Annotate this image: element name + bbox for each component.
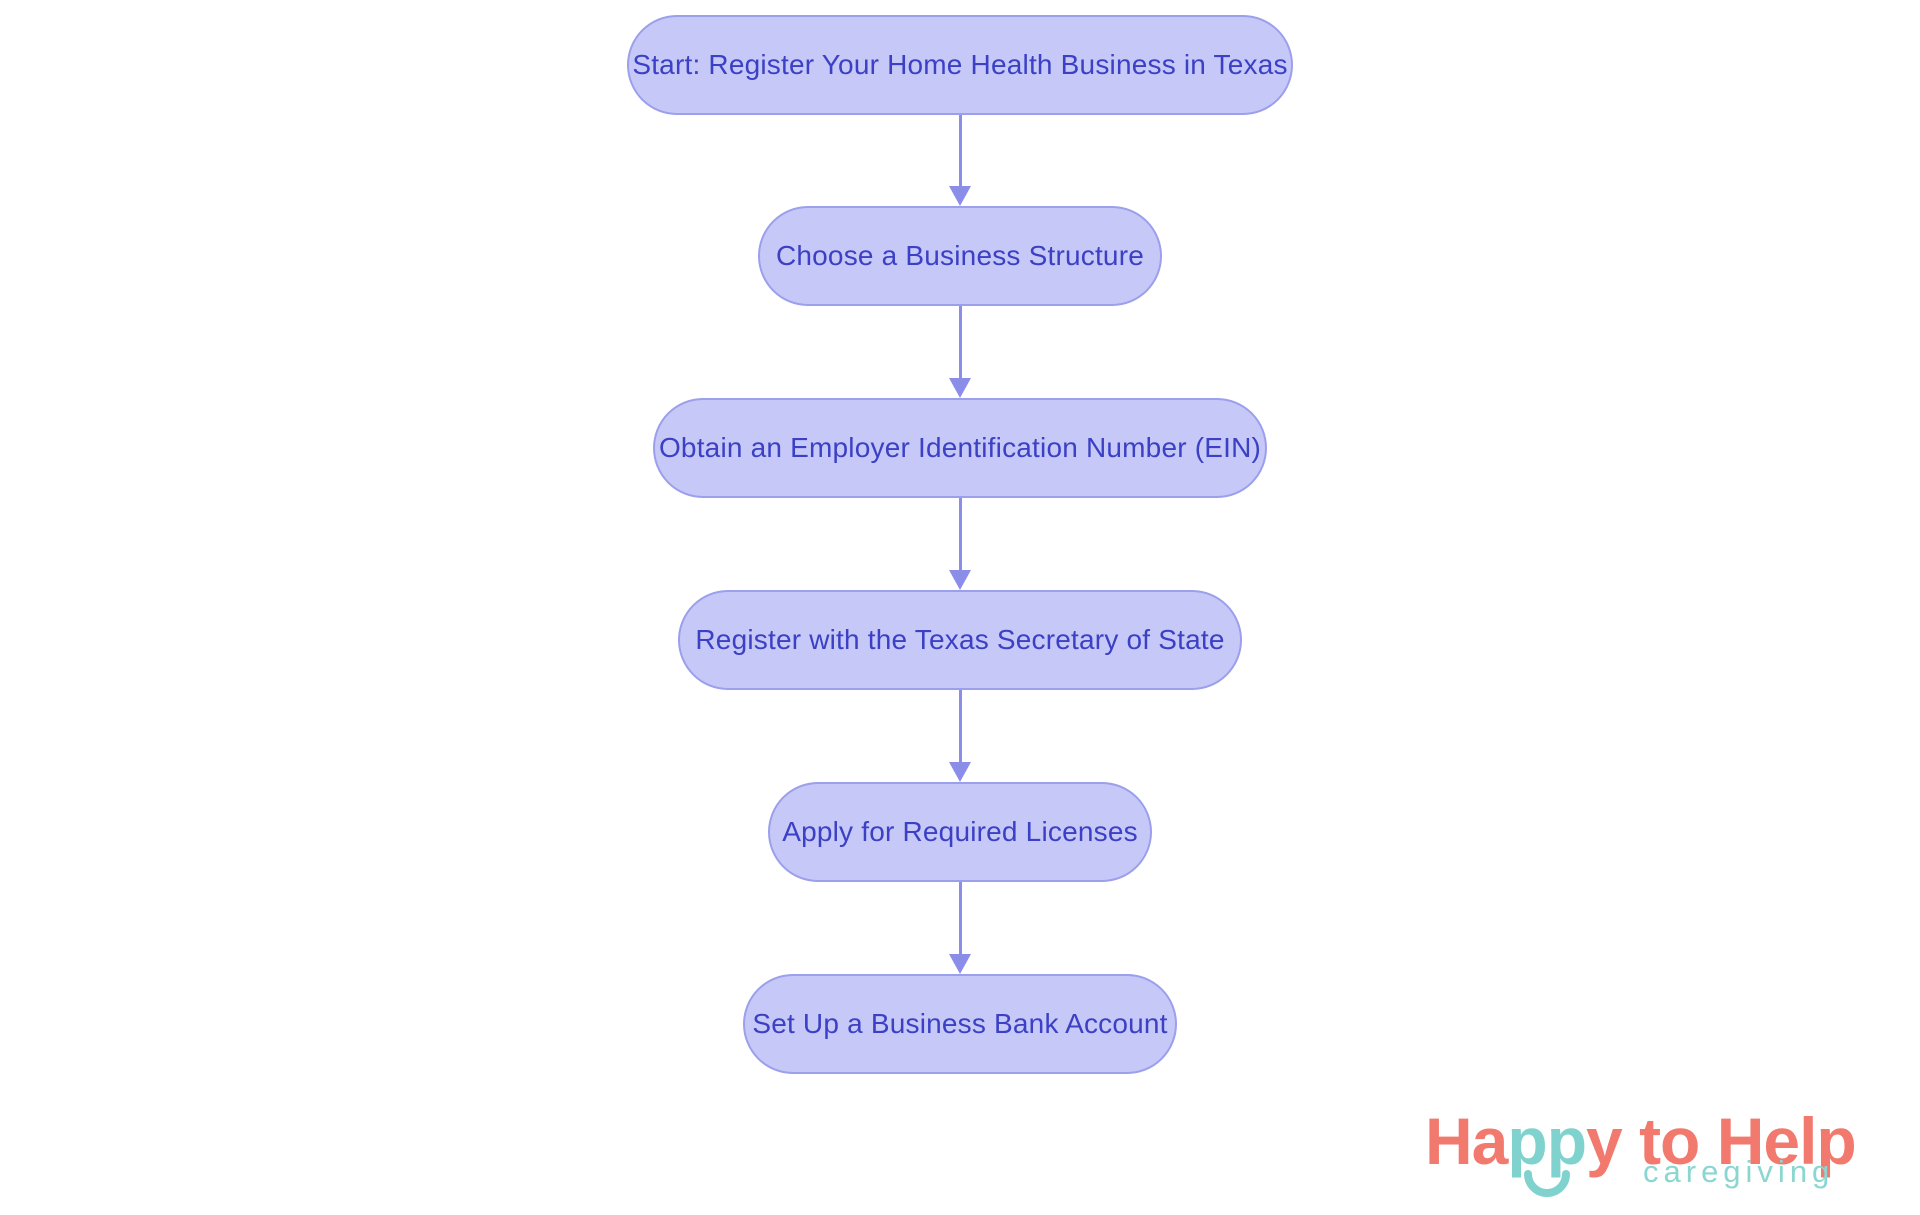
flow-node-structure: Choose a Business Structure xyxy=(758,206,1162,306)
flow-arrow-start-to-structure xyxy=(949,115,971,206)
arrow-shaft xyxy=(958,306,962,382)
logo-text-ha: Ha xyxy=(1425,1104,1508,1178)
arrowhead-icon xyxy=(949,378,971,398)
arrowhead-icon xyxy=(949,570,971,590)
logo-subtitle: caregiving xyxy=(1643,1154,1835,1189)
logo-text-y: y xyxy=(1586,1104,1623,1178)
arrow-shaft xyxy=(958,690,962,766)
logo-text-to-help: to Help xyxy=(1621,1104,1857,1178)
flow-arrow-structure-to-ein xyxy=(949,306,971,398)
logo-text-pp: pp xyxy=(1507,1104,1587,1178)
flow-node-start: Start: Register Your Home Health Busines… xyxy=(627,15,1293,115)
arrowhead-icon xyxy=(949,954,971,974)
flow-arrow-licenses-to-bank xyxy=(949,882,971,974)
arrowhead-icon xyxy=(949,762,971,782)
arrow-shaft xyxy=(958,882,962,958)
flow-node-sos: Register with the Texas Secretary of Sta… xyxy=(678,590,1242,690)
flow-node-licenses: Apply for Required Licenses xyxy=(768,782,1152,882)
flow-node-ein: Obtain an Employer Identification Number… xyxy=(653,398,1267,498)
flow-arrow-sos-to-licenses xyxy=(949,690,971,782)
flow-node-bank: Set Up a Business Bank Account xyxy=(743,974,1177,1074)
flow-arrow-ein-to-sos xyxy=(949,498,971,590)
arrow-shaft xyxy=(958,115,962,190)
arrow-shaft xyxy=(958,498,962,574)
smile-icon xyxy=(1524,1170,1571,1197)
arrowhead-icon xyxy=(949,186,971,206)
